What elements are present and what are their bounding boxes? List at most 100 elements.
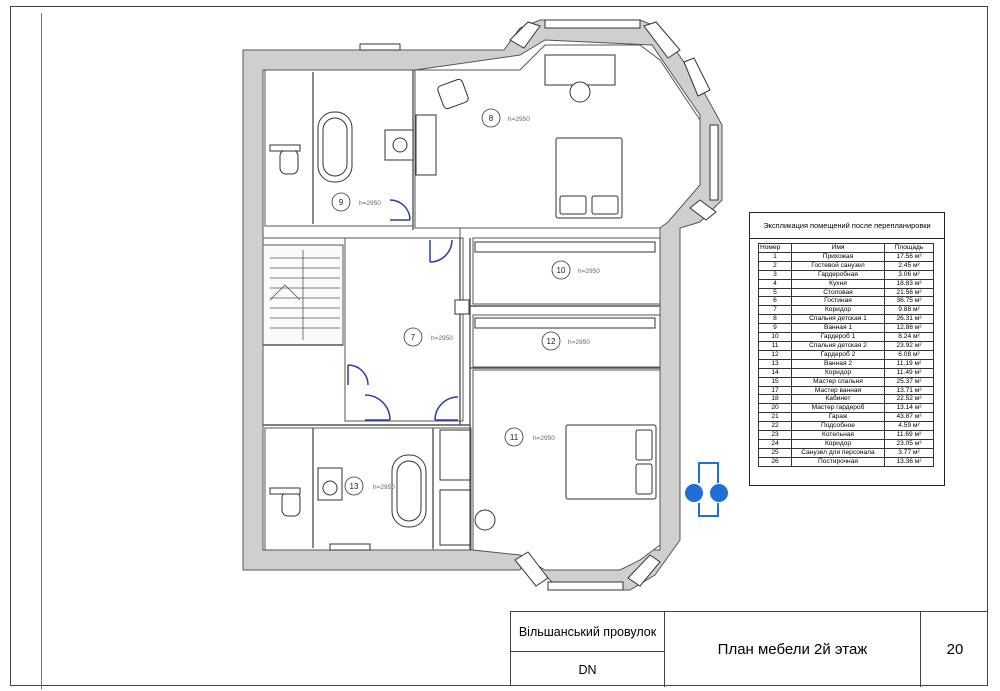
legend-cell-number: 26 [758,456,792,467]
legend-header-name: Имя [791,243,885,253]
room-9-label: 9 h=2950 [331,192,381,212]
legend-cell-area: 11.49 м² [884,367,934,378]
room-10-label: 10 h=2950 [551,260,600,280]
room-9-number: 9 [339,198,344,207]
armchair-room-8 [437,78,469,110]
legend-cell-name: Спальня детская 2 [791,340,885,351]
legend-cell-area: 26.31 м² [884,314,934,325]
legend-cell-number: 25 [758,447,792,458]
legend-cell-name: Подсобное [791,421,885,432]
room-8-number: 8 [489,114,494,123]
legend-cell-number: 17 [758,385,792,396]
legend-cell-name: Постирочная [791,456,885,467]
legend-cell-area: 3.06 м² [884,269,934,280]
legend-cell-area: 4.59 м² [884,421,934,432]
legend-header-area: Площадь [884,243,934,253]
legend-cell-number: 22 [758,421,792,432]
room-13-height: h=2950 [373,484,395,491]
legend-cell-name: Коридор [791,367,885,378]
legend-cell-name: Гостиная [791,296,885,307]
project-code: DN [511,652,665,687]
sheet-page-number: 20 [946,641,964,658]
room-12-label: 12 h=2950 [541,331,590,351]
legend-cell-name: Прихожая [791,251,885,262]
legend-cell-name: Мастер спальня [791,376,885,387]
legend-cell-name: Коридор [791,438,885,449]
legend-cell-number: 15 [758,376,792,387]
legend-cell-number: 18 [758,394,792,405]
door-7-b [364,394,391,421]
legend-cell-name: Санузел для персонала [791,447,885,458]
project-street: Вільшанський провулок [511,612,665,652]
legend-cell-area: 18.83 м² [884,278,934,289]
legend-cell-area: 3.77 м² [884,447,934,458]
legend-cell-area: 25.37 м² [884,376,934,387]
room-8-label: 8 h=2950 [481,108,530,128]
legend-cell-area: 23.92 м² [884,340,934,351]
legend-cell-name: Ванная 1 [791,323,885,334]
legend-cell-area: 12.88 м² [884,323,934,334]
legend-cell-name: Кабинет [791,394,885,405]
legend-cell-number: 6 [758,296,792,307]
desk-room-11 [439,489,471,546]
wardrobe-room-8 [415,114,437,176]
room-8-height: h=2950 [508,116,530,123]
bed-room-11 [565,424,657,500]
legend-cell-name: Мастер гардероб [791,403,885,414]
legend-cell-number: 4 [758,278,792,289]
door-9 [389,199,411,221]
room-7-label: 7 h=2950 [403,327,453,347]
legend-cell-area: 8.24 м² [884,332,934,342]
staircase [269,250,340,340]
legend-cell-area: 9.88 м² [884,305,934,316]
toilet-room-9 [279,149,299,175]
legend-cell-number: 11 [758,340,792,351]
legend-cell-name: Котельная [791,430,885,440]
legend-cell-number: 10 [758,332,792,342]
legend-cell-area: 21.56 м² [884,287,934,298]
legend-cell-area: 22.52 м² [884,394,934,405]
door-7-d [347,364,369,386]
legend-cell-area: 36.75 м² [884,296,934,307]
legend-cell-name: Гардеробная [791,269,885,280]
room-7-height: h=2950 [431,335,453,342]
legend-cell-name: Ванная 2 [791,358,885,369]
legend-cell-area: 43.87 м² [884,412,934,423]
room-8-area [414,44,701,229]
legend-cell-area: 11.19 м² [884,358,934,369]
legend-cell-name: Спальня детская 1 [791,314,885,325]
room-11-height: h=2950 [533,435,555,442]
legend-cell-name: Мастер ванная [791,385,885,396]
legend-cell-name: Гардероб 1 [791,332,885,342]
legend-cell-area: 6.08 м² [884,349,934,360]
legend-cell-number: 13 [758,358,792,369]
legend-title: Экспликация помещений после перепланиров… [750,213,944,239]
legend-cell-area: 2.45 м² [884,260,934,271]
legend-cell-name: Столовая [791,287,885,298]
room-12-height: h=2950 [568,339,590,346]
title-block: Вільшанський провулок DN План мебели 2й … [510,611,988,687]
shaft [454,299,470,315]
legend-cell-name: Гостевой санузел [791,260,885,271]
room-7-area [344,237,464,422]
legend-cell-name: Кухня [791,278,885,289]
legend-cell-area: 13.14 м² [884,403,934,414]
desk-room-8 [544,54,616,86]
legend-cell-area: 23.05 м² [884,438,934,449]
